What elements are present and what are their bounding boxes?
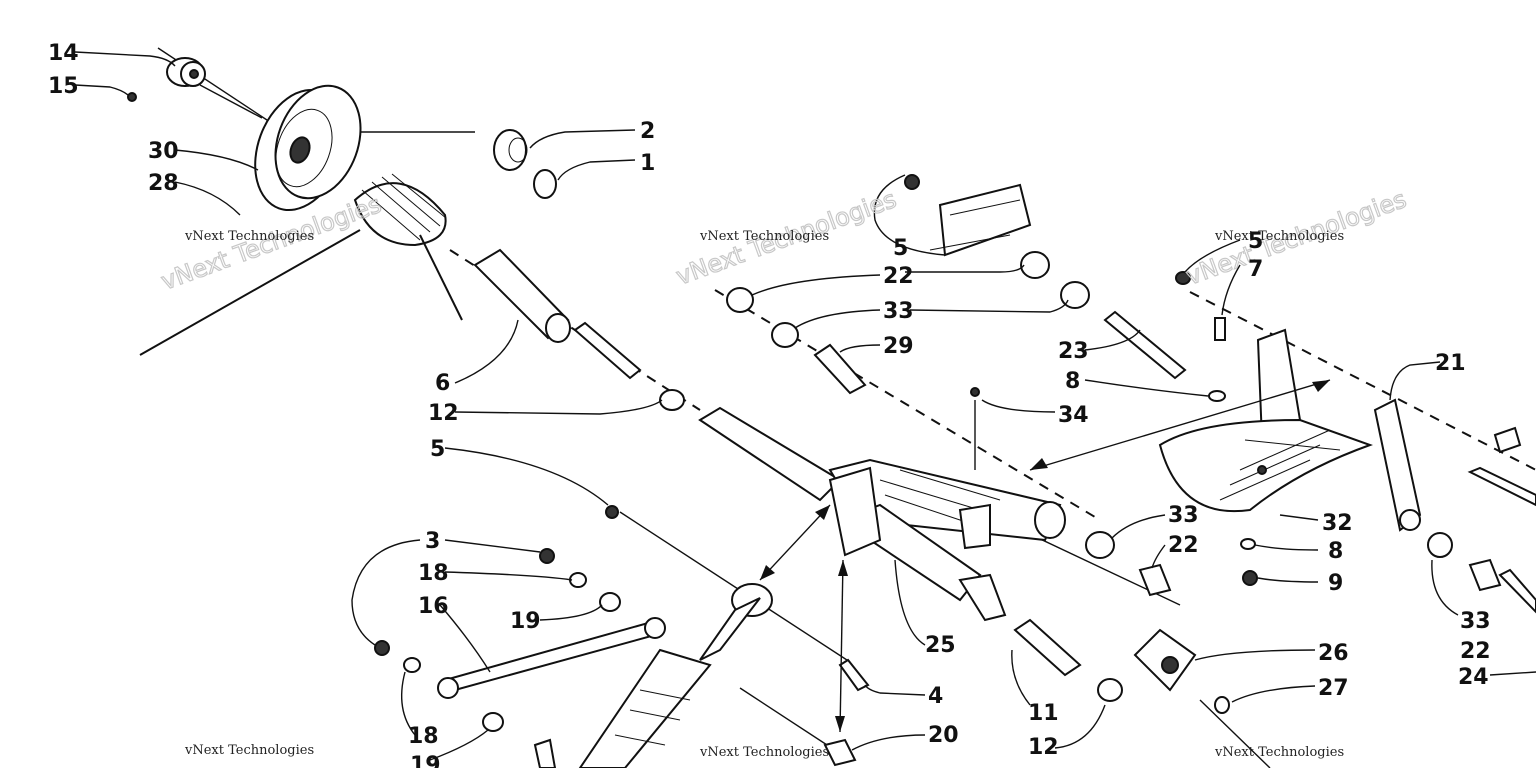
label-14: 14 [48,41,79,66]
label-8-lower: 8 [1328,539,1343,564]
bushing-33-lower [1085,531,1115,559]
bushing-33-far [1427,532,1453,558]
watermark-2: vNext Technologies [699,229,829,244]
label-5-left: 5 [430,437,445,462]
label-15: 15 [48,74,79,99]
snap-ring [533,169,557,199]
label-4: 4 [928,684,943,709]
leader-lines [74,51,1536,761]
bolt-22-lower [1138,563,1172,597]
bushing-12-lower [1097,678,1123,702]
bushing-33-left [771,322,799,348]
torsion-spring [139,173,463,356]
watermark-4: vNext Technologies [184,743,314,758]
label-9: 9 [1328,571,1343,596]
upper-bracket [904,174,1032,257]
label-19-lower: 19 [410,753,441,768]
label-28: 28 [148,171,179,196]
label-7: 7 [1248,257,1263,282]
link-rod [374,548,666,768]
label-20: 20 [928,723,959,748]
label-6: 6 [435,371,450,396]
pin-23 [1103,310,1187,380]
footrest-assembly [1158,271,1422,532]
label-8-upper: 8 [1065,369,1080,394]
label-5-right: 5 [1248,229,1263,254]
label-11: 11 [1028,701,1059,726]
label-12-lower: 12 [1028,735,1059,760]
label-22-right: 22 [1460,639,1491,664]
label-21: 21 [1435,351,1466,376]
label-25: 25 [925,633,956,658]
axle-24 [1498,568,1536,614]
watermark-1: vNext Technologies [184,229,314,244]
idler-wheel [254,84,362,212]
shock-absorber [578,505,773,768]
label-23: 23 [1058,339,1089,364]
label-24: 24 [1458,665,1489,690]
watermark-6: vNext Technologies [1214,745,1344,760]
pin [573,321,642,380]
spacer-tube [473,248,571,343]
watermark-3: vNext Technologies [1214,229,1344,244]
bolt-22-far [1468,558,1502,592]
washer-27 [1214,696,1230,714]
bushing-22-left [726,287,754,313]
right-bolt [1493,426,1522,454]
assembly-arrows [759,379,1331,733]
bolt-4 [838,658,870,692]
label-33-mid: 33 [1168,503,1199,528]
label-22-upper: 22 [883,264,914,289]
label-12-upper: 12 [428,401,459,426]
main-arm-shaft [698,387,1066,622]
nut-9 [1242,570,1258,586]
label-33-right: 33 [1460,609,1491,634]
label-5-center: 5 [893,236,908,261]
label-19-upper: 19 [510,609,541,634]
pin-11 [1013,618,1082,677]
collar [166,57,206,87]
washer-8-lower [1240,538,1256,550]
label-2: 2 [640,119,655,144]
label-29: 29 [883,334,914,359]
right-axle [1467,466,1536,507]
label-34: 34 [1058,403,1089,428]
label-30: 30 [148,139,179,164]
bushing-22-right [1020,251,1050,279]
label-26: 26 [1318,641,1349,666]
bushing-upper [659,389,685,411]
label-18-lower: 18 [408,724,439,749]
watermark-5: vNext Technologies [699,745,829,760]
pin-29 [813,343,867,395]
label-16: 16 [418,594,449,619]
stud-20 [823,738,857,767]
plate-26 [1133,628,1197,692]
label-22-mid: 22 [1168,533,1199,558]
part-labels: 14 15 30 28 2 1 6 12 5 5 22 33 29 23 8 3… [48,41,1491,768]
label-33-upper: 33 [883,299,914,324]
set-screw [127,92,137,102]
label-18-upper: 18 [418,561,449,586]
label-1: 1 [640,151,655,176]
bearing [493,129,528,171]
label-32: 32 [1322,511,1353,536]
label-3: 3 [425,529,440,554]
label-27: 27 [1318,676,1349,701]
